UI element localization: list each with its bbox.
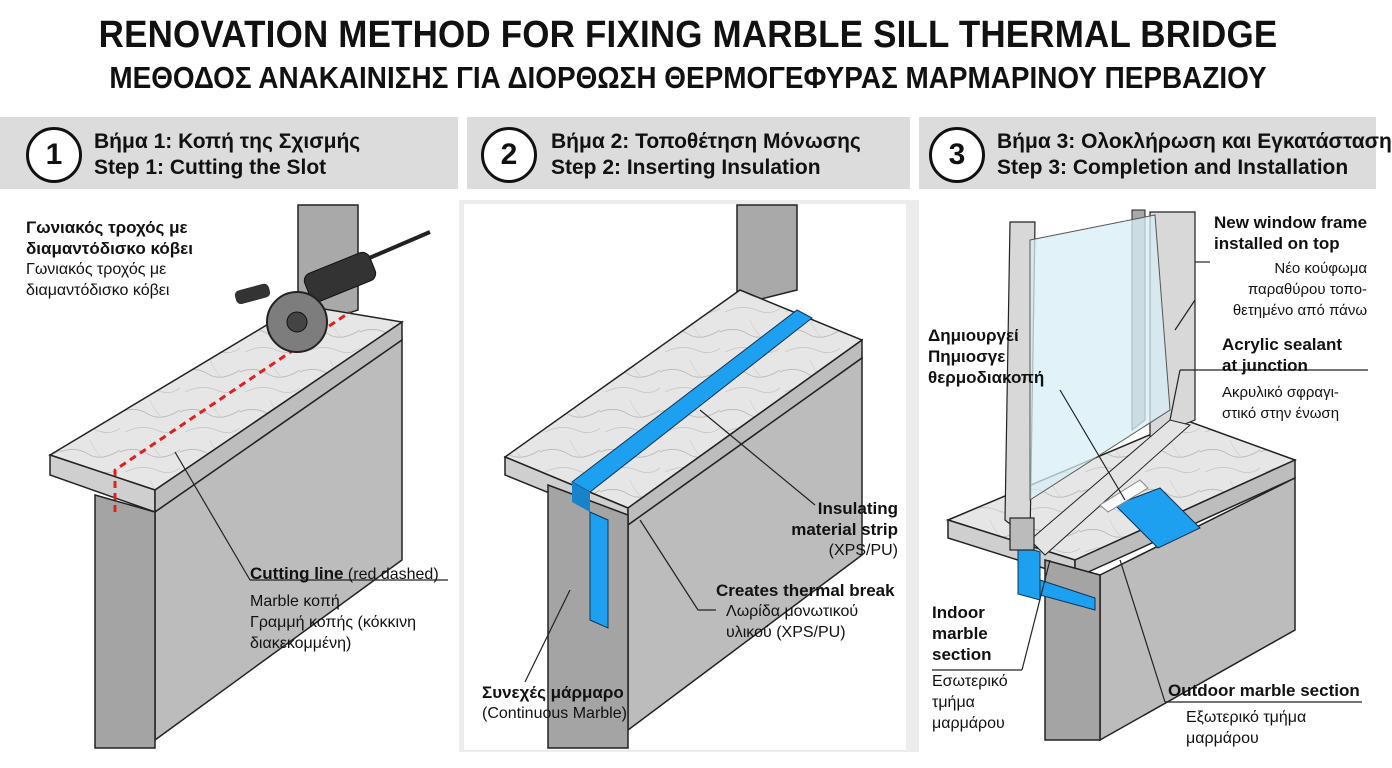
step-2-title-gr: Βήμα 2: Τοποθέτηση Μόνωσης: [551, 130, 861, 153]
acrylic-sealant-label-bold-2: at junction: [1222, 356, 1308, 375]
step-2-number: 2: [481, 127, 537, 183]
page-subtitle: ΜΕΘΟΔΟΣ ΑΝΑΚΑΙΝΙΣΗΣ ΓΙΑ ΔΙΟΡΘΩΣΗ ΘΕΡΜΟΓΕ…: [109, 60, 1267, 95]
page-title: RENOVATION METHOD FOR FIXING MARBLE SILL…: [98, 14, 1278, 56]
step-3-title-gr: Βήμα 3: Ολοκλήρωση και Εγκατάσταση: [997, 130, 1392, 153]
continuous-marble-label-1: (Continuous Marble): [482, 705, 627, 722]
continuous-marble-label: Συνεχές μάρμαρο (Continuous Marble): [482, 682, 627, 724]
indoor-marble-label-3: μαρμάρου: [932, 715, 1005, 732]
window-frame-label-2: παραθύρου τοπο-: [1247, 281, 1368, 298]
step-2-title: Βήμα 2: Τοποθέτηση Μόνωσης Step 2: Inser…: [551, 129, 861, 181]
acrylic-sealant-label: Acrylic sealant at junction Ακρυλικό σφρ…: [1222, 334, 1342, 424]
window-glass: [1029, 214, 1171, 501]
step-3-title-en: Step 3: Completion and Installation: [997, 156, 1349, 179]
creates-thermal-break-label-1: Δημιουργεί: [928, 326, 1019, 345]
panel-3-frame: [911, 200, 919, 752]
step-1-header: 1 Βήμα 1: Κοπή της Σχισμής Step 1: Cutti…: [0, 117, 458, 189]
grinder-label-bold-1: Γωνιακός τροχός με: [26, 218, 188, 237]
step-3-title: Βήμα 3: Ολοκλήρωση και Εγκατάσταση Step …: [997, 129, 1392, 181]
cutting-line-label-3: διακεκομμένη): [250, 635, 352, 652]
thermal-break-label-2: υλικού (XPS/PU): [726, 624, 846, 641]
outdoor-marble-label-1: Εξωτερικό τμήμα: [1186, 709, 1307, 726]
cutting-line-label-1: Marble κοπή: [250, 593, 340, 610]
grinder-label-bold-2: διαμαντόδισκο κόβει: [26, 239, 193, 258]
grinder-label-2: διαμαντόδισκο κόβει: [26, 282, 170, 299]
insulating-strip-label-3: (XPS/PU): [828, 542, 898, 559]
creates-thermal-break-label: Δημιουργεί Πημιοσγε θερμοδιακοπή: [928, 325, 1044, 388]
creates-thermal-break-label-2: Πημιοσγε: [928, 347, 1006, 366]
indoor-marble-label-2: τμήμα: [932, 694, 975, 711]
step-3-header: 3 Βήμα 3: Ολοκλήρωση και Εγκατάσταση Ste…: [919, 117, 1392, 189]
creates-thermal-break-label-3: θερμοδιακοπή: [928, 368, 1045, 387]
panel-2-sill: [503, 204, 864, 749]
cutting-line-label-bold: Cutting line: [250, 564, 344, 583]
step-1-title-gr: Βήμα 1: Κοπή της Σχισμής: [94, 130, 361, 153]
window-frame-label-3: θετημένο από πάνω: [1232, 302, 1368, 319]
cutting-line-label-2: Γραμμή κοπής (κόκκινη: [250, 614, 416, 631]
insulating-strip-label-bold-2: material strip: [791, 520, 898, 539]
angle-grinder-icon: [234, 230, 431, 353]
indoor-marble-label-bold-3: section: [932, 645, 992, 664]
step-2-title-en: Step 2: Inserting Insulation: [551, 156, 821, 179]
indoor-marble-label: Indoor marble section Εσωτερικό τμήμα μα…: [932, 602, 1008, 734]
acrylic-sealant-label-bold-1: Acrylic sealant: [1222, 335, 1343, 354]
step-3-number: 3: [929, 127, 985, 183]
cutting-line-label-note: (red dashed): [343, 566, 439, 583]
window-frame-label-1: Νέο κούφωμα: [1274, 260, 1368, 277]
step-1-number: 1: [26, 127, 82, 183]
outdoor-marble-label-2: μαρμάρου: [1186, 730, 1259, 747]
insulating-strip-label: Insulating material strip (XPS/PU): [790, 498, 898, 561]
acrylic-sealant-label-1: Ακρυλικό σφραγι-: [1222, 384, 1339, 401]
acrylic-sealant: [1099, 479, 1149, 513]
window-frame-label-bold-2: installed on top: [1214, 234, 1340, 253]
outdoor-marble-label: Outdoor marble section Εξωτερικό τμήμα μ…: [1168, 680, 1360, 749]
cutting-line-label: Cutting line (red dashed) Marble κοπή Γρ…: [250, 563, 439, 654]
cutting-line: [113, 310, 351, 512]
panel-3-sill: [945, 209, 1297, 742]
continuous-marble-label-bold: Συνεχές μάρμαρο: [482, 683, 624, 702]
step-2-header: 2 Βήμα 2: Τοποθέτηση Μόνωσης Step 2: Ins…: [467, 117, 910, 189]
indoor-marble-label-bold-2: marble: [932, 624, 988, 643]
grinder-label-1: Γωνιακός τροχός με: [26, 261, 167, 278]
indoor-marble-label-bold-1: Indoor: [932, 603, 985, 622]
window-frame-label-bold-1: New window frame: [1214, 213, 1368, 232]
indoor-marble-label-1: Εσωτερικό: [932, 673, 1008, 690]
window-frame-label: New window frame installed on top Νέο κο…: [1214, 212, 1367, 321]
grinder-label: Γωνιακός τροχός με διαμαντόδισκο κόβει Γ…: [26, 217, 193, 301]
step-1-title: Βήμα 1: Κοπή της Σχισμής Step 1: Cutting…: [94, 129, 360, 181]
insulation-strip: [571, 309, 813, 493]
insulating-strip-label-bold-1: Insulating: [817, 499, 898, 518]
thermal-break-label-bold: Creates thermal break: [716, 581, 895, 600]
thermal-break-label: Creates thermal break Λωρίδα μονωτικού υ…: [716, 580, 895, 643]
step-1-title-en: Step 1: Cutting the Slot: [94, 156, 327, 179]
thermal-break-label-1: Λωρίδα μονωτικού: [726, 603, 859, 620]
acrylic-sealant-label-2: στικό στην ένωση: [1222, 405, 1340, 422]
outdoor-marble-label-bold: Outdoor marble section: [1168, 681, 1360, 700]
